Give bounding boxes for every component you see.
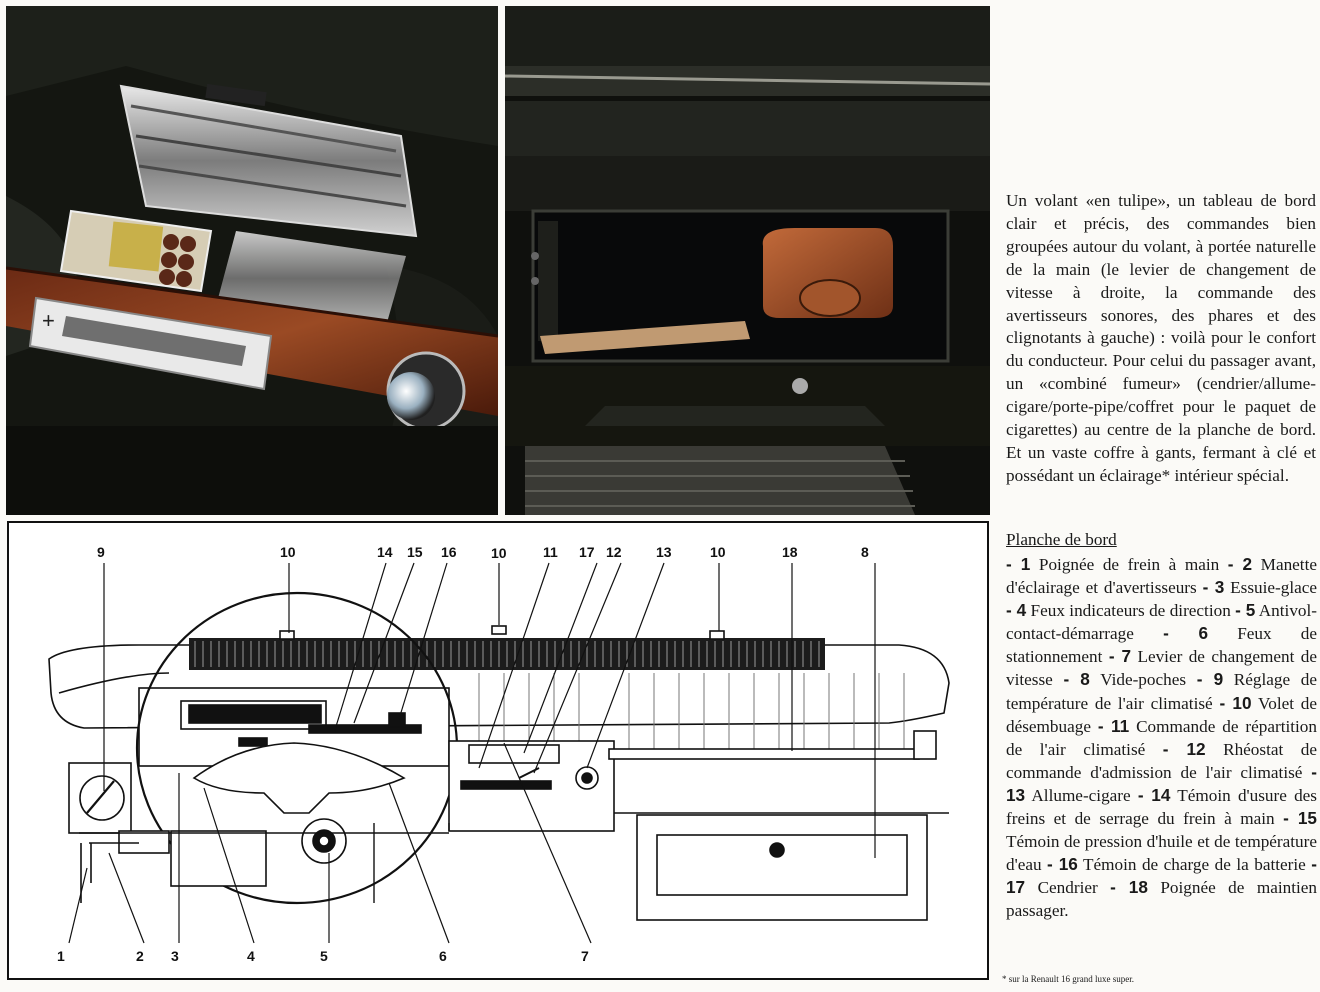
legend-number: - 8 xyxy=(1063,669,1090,690)
legend-number: - 12 xyxy=(1162,738,1206,759)
legend-number: - 11 xyxy=(1097,715,1130,736)
legend-text: Poignée de maintien passager. xyxy=(1006,878,1317,921)
legend-item: - 4 Feux indicateurs de direction xyxy=(1006,600,1236,621)
legend-text: Témoin de pression d'huile et de tempéra… xyxy=(1006,832,1317,875)
legend-text: Essuie-glace xyxy=(1224,578,1318,598)
legend-text: Allume-cigare xyxy=(1025,785,1138,805)
temperature-control-9 xyxy=(68,762,132,834)
legend-item: - 11 Commande de répartition de l'air cl… xyxy=(1006,715,1317,759)
legend-text: Feux de stationnement xyxy=(1006,624,1317,667)
callout-10-center: 10 xyxy=(491,545,507,561)
legend-text: Feux indicateurs de direction xyxy=(1026,601,1236,621)
legend-item: - 13 Allume-cigare xyxy=(1006,761,1317,805)
legend-text: Manette d'éclairage et d'avertisseurs xyxy=(1006,555,1317,598)
legend-number: - 4 xyxy=(1006,600,1027,621)
legend-number: - 15 xyxy=(1283,808,1317,829)
section-title: Planche de bord xyxy=(1006,529,1316,552)
legend-item: - 10 Volet de désembuage xyxy=(1006,692,1317,736)
cigar-lighter-knob xyxy=(386,351,466,431)
grab-handle-18 xyxy=(608,730,937,760)
callout-5: 5 xyxy=(320,948,328,964)
callout-8: 8 xyxy=(861,544,869,560)
callout-16: 16 xyxy=(441,544,457,560)
callout-9: 9 xyxy=(97,544,105,560)
legend-item: - 16 Témoin de charge de la batterie xyxy=(1047,854,1312,875)
legend-number: - 14 xyxy=(1137,784,1171,805)
legend-item: - 6 Feux de stationnement xyxy=(1006,623,1317,667)
photo-smoker-unit: + xyxy=(6,6,498,515)
callout-6: 6 xyxy=(439,948,447,964)
legend-item: - 8 Vide-poches xyxy=(1063,669,1197,690)
callout-18: 18 xyxy=(782,544,798,560)
legend-text: Vide-poches xyxy=(1089,670,1197,690)
legend-number: - 13 xyxy=(1006,761,1317,805)
callout-10-right: 10 xyxy=(710,544,726,560)
legend-number: - 1 xyxy=(1006,554,1031,574)
legend-number: - 2 xyxy=(1227,554,1253,574)
callout-4: 4 xyxy=(247,948,255,964)
defrost-grille xyxy=(189,625,825,670)
legend-item: - 18 Poignée de maintien passager. xyxy=(1006,877,1317,921)
legend-item: - 14 Témoin d'usure des freins et de ser… xyxy=(1006,784,1317,829)
legend-number: - 5 xyxy=(1235,600,1256,621)
section-title-text: Planche de bord xyxy=(1006,530,1117,549)
legend-number: - 7 xyxy=(1108,646,1132,667)
cigarette-box xyxy=(59,209,213,293)
legend-text: Commande de répartition de l'air climati… xyxy=(1006,716,1317,759)
legend-text: Poignée de frein à main xyxy=(1030,555,1228,574)
ashtray-lid xyxy=(119,83,418,238)
legend-number: - 18 xyxy=(1110,877,1148,898)
legend-number: - 9 xyxy=(1196,669,1224,690)
legend-number: - 10 xyxy=(1219,692,1252,713)
callout-15: 15 xyxy=(407,544,423,560)
svg-text:+: + xyxy=(42,308,55,333)
notebook xyxy=(540,321,750,354)
chrome-nameplate: + xyxy=(28,296,273,391)
legend-number: - 3 xyxy=(1202,577,1225,598)
callout-13: 13 xyxy=(656,544,672,560)
callout-leaders xyxy=(68,562,876,944)
mesh-panel xyxy=(525,446,915,515)
legend-item: - 5 Antivol-contact-démarrage xyxy=(1006,600,1318,644)
legend-text: Cendrier xyxy=(1025,878,1111,898)
legend-item: - 3 Essuie-glace xyxy=(1202,577,1318,598)
legend-text: Témoin de charge de la batterie xyxy=(1077,855,1312,875)
legend-text: Volet de désembuage xyxy=(1006,693,1317,736)
footnote: * sur la Renault 16 grand luxe super. xyxy=(1002,974,1134,984)
legend-text: Rhéostat de commande d'admission de l'ai… xyxy=(1006,739,1317,782)
legend-number: - 17 xyxy=(1006,854,1317,898)
legend-text: Témoin d'usure des freins et de serrage … xyxy=(1006,785,1317,829)
intro-paragraph: Un volant «en tulipe», un tableau de bor… xyxy=(1006,191,1316,485)
center-console xyxy=(448,740,615,832)
legend-item: - 1 Poignée de frein à main xyxy=(1006,554,1228,574)
callout-7: 7 xyxy=(581,948,589,964)
legend-item: - 17 Cendrier xyxy=(1006,854,1317,898)
callout-14: 14 xyxy=(377,544,393,560)
glove-box-door-8 xyxy=(636,814,928,921)
dashboard-diagram: 9 10 14 15 16 10 11 17 12 13 10 18 8 1 2… xyxy=(7,521,989,980)
camera-case xyxy=(762,228,893,318)
legend-number: - 6 xyxy=(1163,623,1209,644)
legend-item: - 7 Levier de changement de vitesse xyxy=(1006,646,1318,690)
callout-17: 17 xyxy=(579,544,595,560)
legend-text: Levier de changement de vitesse xyxy=(1006,647,1318,690)
photo-glove-box xyxy=(505,6,990,515)
callout-11: 11 xyxy=(543,544,558,560)
legend-item: - 2 Manette d'éclairage et d'avertisseur… xyxy=(1006,554,1317,598)
callout-2: 2 xyxy=(136,948,144,964)
callout-3: 3 xyxy=(171,948,179,964)
legend-number: - 16 xyxy=(1047,854,1078,875)
callout-10-left: 10 xyxy=(280,544,296,560)
callout-numbers: 9 10 14 15 16 10 11 17 12 13 10 18 8 1 2… xyxy=(57,544,869,964)
legend-item: - 9 Réglage de température de l'air clim… xyxy=(1006,669,1317,713)
legend-text: Antivol-contact-démarrage xyxy=(1006,601,1318,644)
legend: - 1 Poignée de frein à main - 2 Manette … xyxy=(1006,553,1317,923)
legend-text: Réglage de température de l'air climatis… xyxy=(1006,670,1317,713)
legend-item: - 15 Témoin de pression d'huile et de te… xyxy=(1006,808,1317,875)
legend-item: - 12 Rhéostat de commande d'admission de… xyxy=(1006,738,1317,782)
callout-12: 12 xyxy=(606,544,622,560)
callout-1: 1 xyxy=(57,948,65,964)
